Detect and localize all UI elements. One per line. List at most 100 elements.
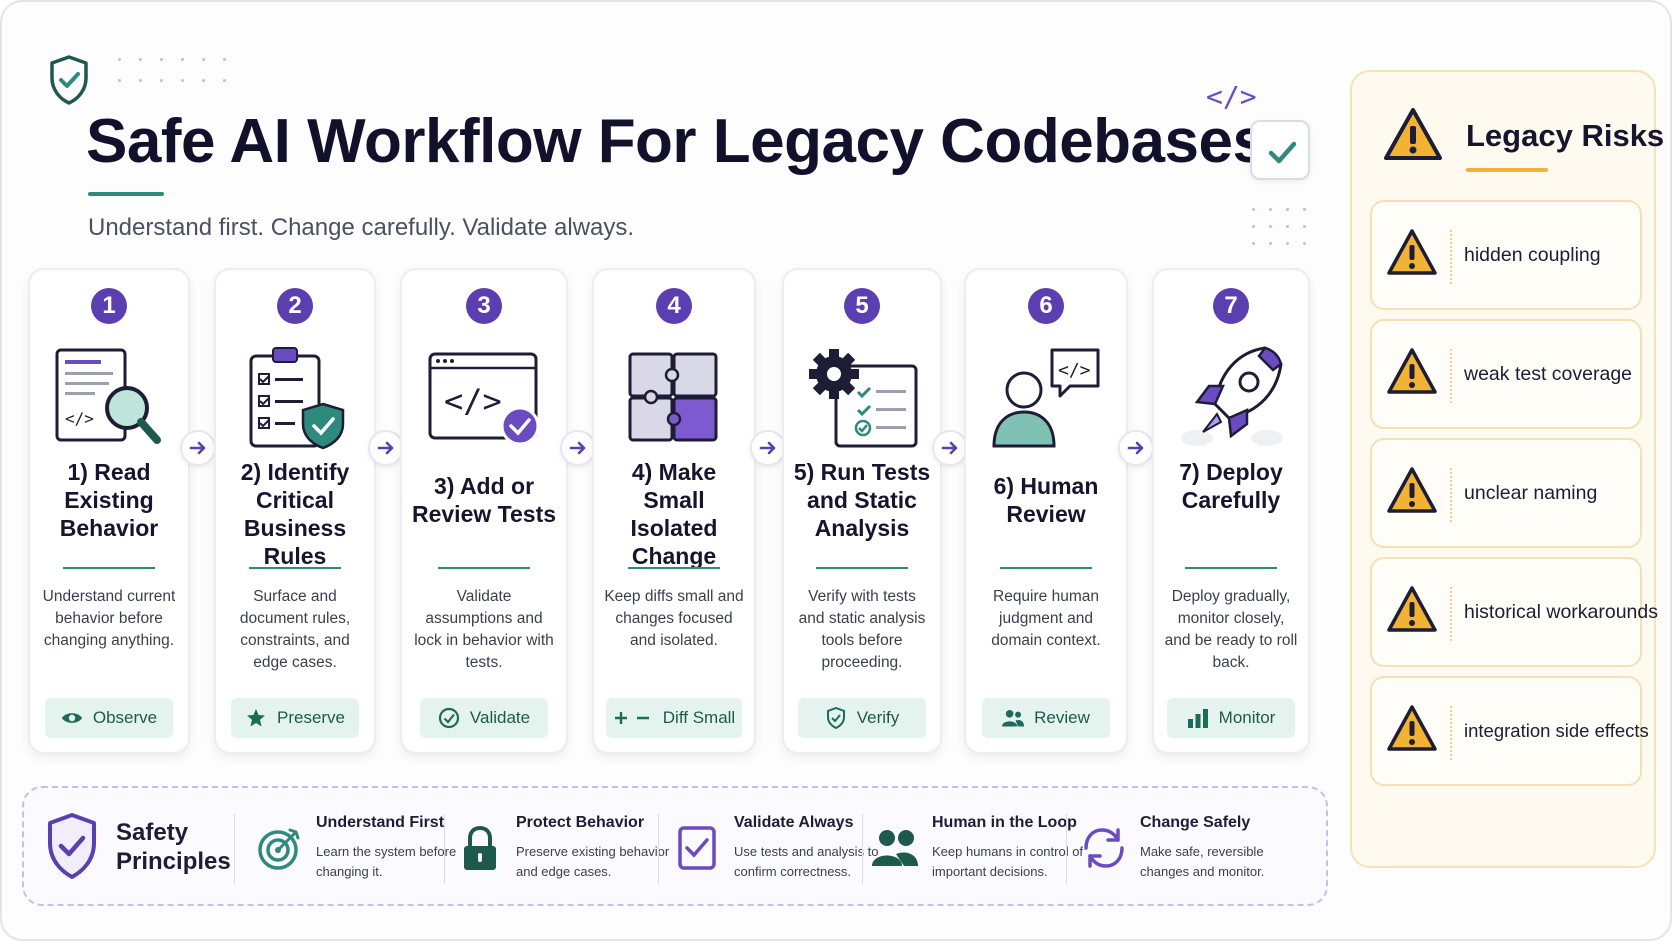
arrow-right-icon — [1127, 441, 1144, 455]
step-number: 1 — [91, 288, 127, 324]
bar-chart-icon — [1187, 707, 1209, 729]
decorative-dots — [118, 58, 226, 82]
checkmark-badge — [1250, 120, 1310, 180]
principle-title: Human in the Loop — [932, 814, 1077, 831]
person-code-bubble-icon: </> — [992, 348, 1100, 448]
shield-check-icon — [825, 707, 847, 729]
lock-icon — [464, 825, 496, 870]
shield-check-icon — [50, 55, 88, 105]
checkbox-icon — [678, 826, 716, 870]
risk-label: integration side effects — [1464, 720, 1649, 741]
tag-label: Monitor — [1218, 708, 1276, 727]
puzzle-icon — [628, 352, 718, 442]
divider — [1066, 814, 1067, 884]
plus-minus-icon — [613, 707, 653, 729]
refresh-icon — [1084, 828, 1124, 868]
step-divider — [63, 567, 155, 569]
divider — [444, 814, 445, 884]
svg-text:</>: </> — [65, 409, 94, 428]
step-card-7: 7 7) Deploy Carefully Deploy gradually, … — [1152, 268, 1310, 754]
principle-title: Protect Behavior — [516, 814, 645, 831]
checklist-shield-icon — [249, 347, 345, 450]
people-icon — [872, 830, 918, 866]
step-description: Surface and document rules, constraints,… — [239, 588, 351, 671]
step-divider — [816, 567, 908, 569]
risks-title: Legacy Risks — [1466, 118, 1665, 153]
risk-item: weak test coverage — [1370, 319, 1642, 429]
step-card-6: 6 </> 6) Human Review Require human judg… — [964, 268, 1128, 754]
step-number: 3 — [466, 288, 502, 324]
principle-title: Validate Always — [734, 814, 854, 831]
warning-icon — [1387, 586, 1437, 632]
step-title: 5) Run Tests and Static Analysis — [793, 459, 931, 541]
step-title: 6) Human Review — [993, 473, 1099, 527]
safety-principles-bar: Safety Principles Understand First Learn… — [22, 786, 1328, 906]
principle-desc: Preserve existing behavior and edge case… — [516, 844, 670, 879]
people-icon — [1002, 707, 1025, 729]
rocket-icon — [1181, 346, 1283, 446]
step-title: 7) Deploy Carefully — [1179, 459, 1283, 513]
flow-arrow — [1118, 430, 1154, 466]
principles-header: Safety Principles — [46, 808, 246, 888]
principle-title: Understand First — [316, 814, 445, 831]
arrow-right-icon — [377, 441, 394, 455]
step-divider — [1000, 567, 1092, 569]
target-icon — [258, 828, 300, 870]
step-card-2: 2 2) Identify Critical Business Rules Su… — [214, 268, 376, 754]
flow-arrow — [750, 430, 786, 466]
step-card-1: 1 </> 1) Read Existing Behavior Understa… — [28, 268, 190, 754]
warning-icon — [1384, 108, 1442, 160]
arrow-right-icon — [759, 441, 776, 455]
star-icon — [245, 707, 267, 729]
flow-arrow — [180, 430, 216, 466]
divider — [234, 814, 235, 884]
arrow-right-icon — [941, 441, 958, 455]
decorative-dots — [1252, 208, 1306, 245]
divider — [1450, 349, 1452, 403]
flow-arrow — [368, 430, 404, 466]
step-description: Keep diffs small and changes focused and… — [604, 588, 744, 649]
principle-desc: Use tests and analysis to confirm correc… — [734, 844, 879, 879]
risk-item: integration side effects — [1370, 676, 1649, 786]
step-number: 7 — [1213, 288, 1249, 324]
tag-label: Verify — [856, 708, 900, 727]
divider — [1450, 587, 1452, 641]
step-description: Require human judgment and domain contex… — [991, 588, 1101, 649]
step-number: 6 — [1028, 288, 1064, 324]
risk-label: hidden coupling — [1464, 243, 1601, 266]
risk-label: unclear naming — [1464, 481, 1598, 504]
tag-label: Diff Small — [662, 708, 736, 727]
principle-desc: Make safe, reversible changes and monito… — [1140, 844, 1265, 879]
step-divider — [1185, 567, 1277, 569]
principle-desc: Keep humans in control of important deci… — [932, 844, 1084, 879]
step-divider — [438, 567, 530, 569]
tag-label: Validate — [469, 708, 531, 727]
tag-observe: Observe — [45, 698, 173, 738]
tag-label: Preserve — [276, 708, 346, 727]
check-icon — [1268, 141, 1297, 164]
warning-icon — [1387, 705, 1437, 751]
tag-label: Review — [1034, 708, 1090, 727]
principle-desc: Learn the system before changing it. — [316, 844, 457, 879]
step-description: Deploy gradually, monitor closely, and b… — [1164, 588, 1298, 671]
step-title: 1) Read Existing Behavior — [59, 459, 159, 541]
tag-validate: Validate — [420, 698, 548, 738]
risk-item: hidden coupling — [1370, 200, 1642, 310]
step-card-3: 3 </> 3) Add or Review Tests Validate as… — [400, 268, 568, 754]
tag-review: Review — [982, 698, 1110, 738]
step-card-5: 5 5) Run Tests and Static Analysis Verif… — [782, 268, 942, 754]
step-description: Understand current behavior before chang… — [42, 588, 176, 649]
risk-item: historical workarounds — [1370, 557, 1658, 667]
divider — [1450, 230, 1452, 284]
step-title: 4) Make Small Isolated Change — [630, 459, 718, 569]
legacy-risks-panel: Legacy Risks hidden coupling weak test c… — [1350, 70, 1664, 868]
step-number: 2 — [277, 288, 313, 324]
step-description: Verify with tests and static analysis to… — [798, 588, 926, 671]
risk-item: unclear naming — [1370, 438, 1642, 548]
step-card-4: 4 4) Make Small Isolated Change Keep dif… — [592, 268, 756, 754]
risk-label: historical workarounds — [1464, 600, 1659, 623]
warning-icon — [1387, 348, 1437, 394]
step-description: Validate assumptions and lock in behavio… — [414, 588, 554, 671]
gear-checklist-icon — [809, 349, 918, 448]
divider — [862, 814, 863, 884]
